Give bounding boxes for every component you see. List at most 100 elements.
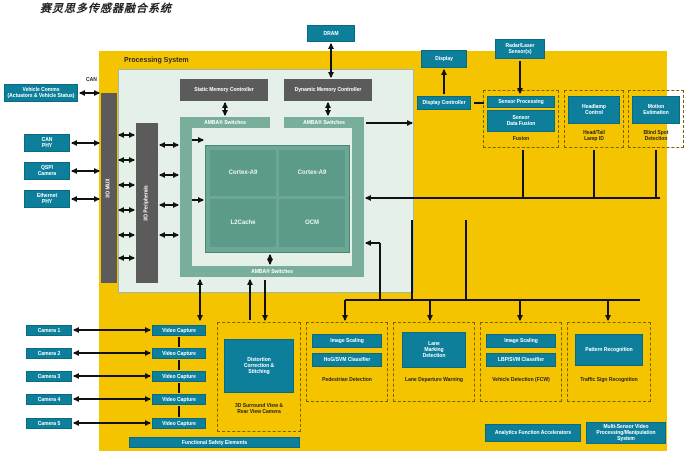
functional-safety-label: Functional Safety Elements — [181, 439, 248, 446]
lane-group — [393, 322, 475, 402]
camera-5: Camera 5 — [26, 418, 72, 429]
distortion-correction: Distortion Correction & Stitching — [224, 339, 294, 393]
amba-bottom-label: AMBA® Switches — [251, 268, 293, 275]
display-controller-label: Display Controller — [422, 100, 466, 106]
surround-view-group — [217, 322, 301, 432]
headlamp-control-label: Headlamp Control — [582, 104, 606, 116]
display-block: Display — [421, 50, 467, 68]
display-label: Display — [435, 56, 453, 62]
lbp-svm-label: LBP/SVM Classifier — [497, 357, 545, 363]
connector-lower-bus — [379, 243, 640, 301]
lane-marking-label: Lane Marking Detection — [422, 341, 446, 359]
static-memory-label: Static Memory Controller — [194, 87, 254, 93]
vehicle-caption: Vehicle Detection (FCW) — [492, 377, 550, 383]
camera-3: Camera 3 — [26, 371, 72, 382]
traffic-group — [567, 322, 651, 402]
cortex-a9-right-label: Cortex-A9 — [297, 170, 327, 176]
hog-svm-label: HoG/SVM Classifier — [323, 357, 371, 363]
pedestrian-scaling-label: Image Scaling — [330, 338, 364, 344]
amba-switches-bottom: AMBA® Switches — [180, 266, 364, 277]
ethernet-phy-block: Ethernet PHY — [24, 190, 70, 208]
pattern-recognition-label: Pattern Recognition — [585, 347, 633, 353]
qspi-camera-label: QSPI Camera — [37, 165, 57, 177]
amba-frame-right — [352, 128, 364, 266]
headlamp-control: Headlamp Control — [568, 96, 620, 124]
video-capture-5-label: Video Capture — [162, 420, 196, 427]
vehicle-image-scaling: Image Scaling — [486, 334, 556, 348]
camera-4: Camera 4 — [26, 394, 72, 405]
l2cache: L2Cache — [210, 199, 276, 247]
surround-view-caption: 3D Surround View & Rear View Camera — [235, 403, 283, 415]
lane-caption: Lane Departure Warning — [405, 377, 463, 383]
multi-sensor-video-system: Multi-Sensor Video Processing/Manipulati… — [586, 422, 666, 444]
diagram-title: 赛灵思多传感器融合系统 — [40, 2, 172, 15]
can-phy-label: CAN PHY — [41, 137, 53, 149]
motion-caption: Blind Spot Detection — [643, 130, 669, 142]
amba-switches-right: AMBA® Switches — [284, 117, 364, 128]
video-capture-1-label: Video Capture — [162, 327, 196, 334]
pedestrian-caption: Pedestrian Detection — [322, 377, 372, 383]
camera-2-label: Camera 2 — [37, 350, 61, 357]
video-capture-2: Video Capture — [152, 348, 206, 359]
analytics-label: Analytics Function Accelerators — [494, 430, 572, 436]
vehicle-group — [480, 322, 562, 402]
dynamic-memory-controller: Dynamic Memory Controller — [284, 79, 372, 101]
amba-left-label: AMBA® Switches — [204, 119, 246, 126]
video-capture-4-label: Video Capture — [162, 396, 196, 403]
processing-system-label: Processing System — [124, 57, 189, 64]
video-capture-3-label: Video Capture — [162, 373, 196, 380]
camera-1: Camera 1 — [26, 325, 72, 336]
amba-right-label: AMBA® Switches — [303, 119, 345, 126]
camera-1-label: Camera 1 — [37, 327, 61, 334]
motion-estimation: Motion Estimation — [632, 96, 680, 124]
pedestrian-group — [306, 322, 388, 402]
camera-5-label: Camera 5 — [37, 420, 61, 427]
qspi-camera-block: QSPI Camera — [24, 162, 70, 180]
amba-switches-left: AMBA® Switches — [180, 117, 270, 128]
radar-label: Radar/Laser Sensor(s) — [505, 43, 535, 55]
lane-marking-detection: Lane Marking Detection — [402, 332, 466, 368]
pedestrian-image-scaling: Image Scaling — [312, 334, 382, 348]
video-capture-3: Video Capture — [152, 371, 206, 382]
can-phy-block: CAN PHY — [24, 134, 70, 152]
video-capture-1: Video Capture — [152, 325, 206, 336]
l2cache-label: L2Cache — [230, 220, 256, 226]
amba-frame-left — [180, 128, 192, 266]
distortion-label: Distortion Correction & Stitching — [243, 357, 275, 375]
radar-sensor-block: Radar/Laser Sensor(s) — [495, 39, 545, 59]
static-memory-controller: Static Memory Controller — [180, 79, 268, 101]
hog-svm-classifier: HoG/SVM Classifier — [312, 353, 382, 367]
motion-group — [628, 90, 684, 148]
headlamp-caption: Head/Tail Lamp ID — [583, 130, 605, 142]
motion-estimation-label: Motion Estimation — [643, 104, 669, 116]
traffic-caption: Traffic Sign Recognition — [580, 377, 638, 383]
vehicle-comms-label: Vehicle Comms (Actuators & Vehicle Statu… — [7, 87, 75, 99]
dynamic-memory-label: Dynamic Memory Controller — [294, 87, 362, 93]
cortex-a9-left: Cortex-A9 — [210, 150, 276, 196]
dram-label: DRAM — [323, 30, 339, 37]
cortex-a9-left-label: Cortex-A9 — [228, 170, 258, 176]
video-capture-4: Video Capture — [152, 394, 206, 405]
can-label: CAN — [86, 77, 97, 83]
multi-sensor-label: Multi-Sensor Video Processing/Manipulati… — [596, 424, 656, 442]
sensor-data-fusion: Sensor Data Fusion — [487, 110, 555, 132]
headlamp-group — [564, 90, 624, 148]
ocm-label: OCM — [305, 220, 319, 226]
lbp-svm-classifier: LBP/SVM Classifier — [486, 353, 556, 367]
vehicle-comms-block: Vehicle Comms (Actuators & Vehicle Statu… — [4, 84, 78, 102]
camera-3-label: Camera 3 — [37, 373, 61, 380]
video-capture-5: Video Capture — [152, 418, 206, 429]
ethernet-phy-label: Ethernet PHY — [36, 193, 58, 205]
functional-safety-elements: Functional Safety Elements — [129, 437, 300, 448]
camera-2: Camera 2 — [26, 348, 72, 359]
fusion-caption: Fusion — [512, 136, 530, 142]
video-capture-2-label: Video Capture — [162, 350, 196, 357]
ocm: OCM — [279, 199, 345, 247]
analytics-accelerators: Analytics Function Accelerators — [485, 424, 581, 442]
display-controller: Display Controller — [417, 96, 471, 110]
sensor-processing-label: Sensor Processing — [498, 99, 544, 105]
camera-4-label: Camera 4 — [37, 396, 61, 403]
io-peripherals: I/O Peripherals — [136, 123, 158, 283]
